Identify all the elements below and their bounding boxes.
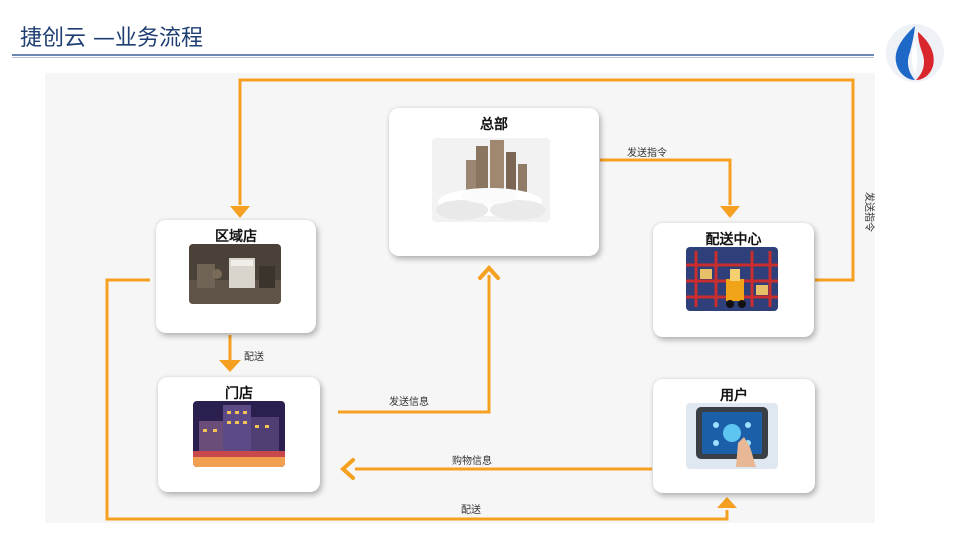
chevron-up-icon	[478, 265, 500, 280]
connector-store-to-hq	[338, 275, 491, 414]
edge-label-store-to-hq: 发送信息	[389, 395, 429, 408]
tablet-touch-image	[686, 403, 778, 469]
node-distribution-center-label: 配送中心	[705, 232, 762, 248]
city-towers-image	[432, 138, 550, 222]
edge-label-right-loop: 发送指令	[863, 192, 876, 232]
node-regional-store-label: 区域店	[215, 229, 257, 245]
edge-label-hq-to-dc: 发送指令	[627, 146, 667, 159]
node-headquarters[interactable]: 总部	[389, 108, 599, 256]
edge-label-regional-to-store: 配送	[244, 350, 264, 363]
title-divider	[12, 54, 874, 56]
node-headquarters-label: 总部	[480, 117, 508, 133]
connector-hq-to-dc	[600, 158, 732, 205]
node-store[interactable]: 门店	[158, 377, 320, 492]
node-regional-store[interactable]: 区域店	[156, 220, 316, 333]
chevron-left-icon	[340, 458, 355, 480]
shopping-mall-image	[193, 401, 285, 467]
page-title: 捷创云 —业务流程	[20, 26, 203, 51]
connector-dc-to-regional	[238, 78, 855, 282]
title-divider-light	[12, 57, 874, 58]
node-store-label: 门店	[225, 386, 253, 402]
warehouse-image	[189, 244, 281, 304]
warehouse-racks-image	[686, 247, 778, 311]
arrowhead-store	[219, 360, 241, 372]
arrowhead-dc	[720, 206, 740, 218]
connector-bottom-delivery	[105, 278, 729, 521]
node-user-label: 用户	[720, 388, 748, 404]
arrowhead-user	[717, 497, 737, 508]
arrowhead-regional	[230, 206, 250, 218]
node-distribution-center[interactable]: 配送中心	[653, 223, 814, 337]
node-user[interactable]: 用户	[653, 379, 815, 493]
edge-label-bottom-delivery: 配送	[461, 503, 481, 516]
edge-label-user-to-store: 购物信息	[452, 454, 492, 467]
brand-logo-icon	[886, 24, 944, 82]
